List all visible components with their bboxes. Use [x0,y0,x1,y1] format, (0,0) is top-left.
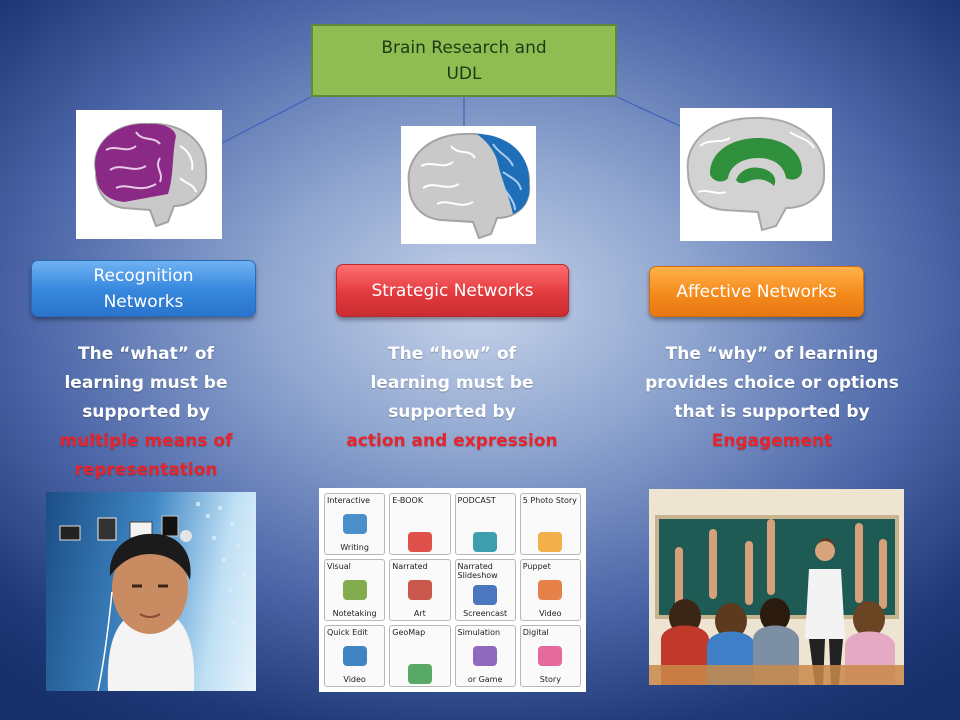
student-media-photo [46,492,256,691]
tool-tile: PODCAST [454,493,516,555]
tool-tile-icon [538,532,563,552]
brain-image-strategic [401,126,536,244]
tool-tile-label: 5 Photo Story [522,496,577,505]
strategic-desc-line: The “how” of [388,344,516,364]
tool-tile-label: Visual [327,562,351,571]
strategic-desc-highlight: action and expression [346,431,558,451]
classroom-illustration [649,489,904,685]
tool-tile-label: Narrated [392,562,428,571]
tool-tile-label: Quick Edit [327,628,368,637]
tool-tile-icon [342,646,367,666]
tool-tile-label: E-BOOK [392,496,424,505]
root-title-line1: Brain Research and [381,37,547,58]
affective-desc-line: The “why” of learning [665,344,879,364]
brain-image-recognition [76,110,222,239]
tool-tile-icon [407,532,432,552]
floating-phone-icon [97,517,117,541]
affective-desc-line: provides choice or options [645,373,899,393]
tool-tile-label: GeoMap [392,628,426,637]
affective-description: The “why” of learning provides choice or… [628,340,916,456]
root-node: Brain Research and UDL [311,24,617,97]
tool-tile: E-BOOK [389,493,451,555]
tool-tile-icon [538,646,563,666]
tool-tile-caption: Video [539,609,562,618]
connector-left [221,96,312,144]
brain-strategic-icon [407,132,531,240]
tool-tile-caption: Writing [340,543,369,552]
strategic-networks-button[interactable]: Strategic Networks [336,264,569,317]
tool-tile-caption: Story [539,675,561,684]
brain-image-affective [680,108,832,241]
tool-tile: 5 Photo Story [519,493,581,555]
tool-tile-icon [473,584,498,605]
tool-tile-label: Interactive [327,496,371,505]
recognition-desc-line: The “what” of [78,344,214,364]
affective-desc-line: that is supported by [674,402,870,422]
tool-tile-label: Narrated Slideshow [457,562,498,580]
tool-tile-icon [473,646,498,666]
student-photo-illustration [59,502,250,691]
tool-tile-icon [473,532,498,552]
tool-tile-caption: or Game [467,675,503,684]
recognition-description: The “what” of learning must be supported… [20,340,272,485]
tool-tile-caption: Art [413,609,426,618]
tool-tile-icon [407,664,432,684]
strategic-desc-line: learning must be [370,373,534,393]
recognition-desc-line: learning must be [64,373,228,393]
tool-tile-caption: Video [343,675,366,684]
classroom-photo [649,489,904,685]
tool-tile: GeoMap [389,625,451,687]
brain-recognition-icon [94,122,208,228]
brain-affective-icon [686,116,826,232]
tool-tile-icon [342,514,367,534]
tool-tile-caption: Notetaking [332,609,377,618]
recognition-label-line1: Recognition [93,265,194,286]
tool-tile-icon [342,580,367,600]
affective-label: Affective Networks [676,281,837,302]
tool-tile-label: Simulation [457,628,501,637]
tool-tile-label: Digital [522,628,549,637]
tool-tile-icon [407,580,432,600]
recognition-desc-line: supported by [82,402,210,422]
affective-networks-button[interactable]: Affective Networks [649,266,864,317]
strategic-desc-line: supported by [388,402,516,422]
strategic-description: The “how” of learning must be supported … [330,340,574,456]
affective-desc-highlight: Engagement [711,431,833,451]
tool-tile-label: PODCAST [457,496,496,505]
tool-tile-caption: Screencast [463,609,508,618]
tool-tile: Simulation or Game [454,625,516,687]
connector-right [616,96,681,127]
root-title-line2: UDL [446,63,482,84]
floating-player-icon [161,515,179,537]
recognition-networks-button[interactable]: Recognition Networks [31,260,256,317]
floating-device-icon [59,525,81,541]
recognition-desc-highlight: multiple means of [59,431,233,451]
floating-disc-icon [180,530,192,542]
strategic-label: Strategic Networks [371,280,534,301]
tool-tile-label: Puppet [522,562,551,571]
tool-tile-icon [538,580,563,600]
recognition-label-line2: Networks [103,291,184,312]
recognition-desc-highlight: representation [74,460,218,480]
